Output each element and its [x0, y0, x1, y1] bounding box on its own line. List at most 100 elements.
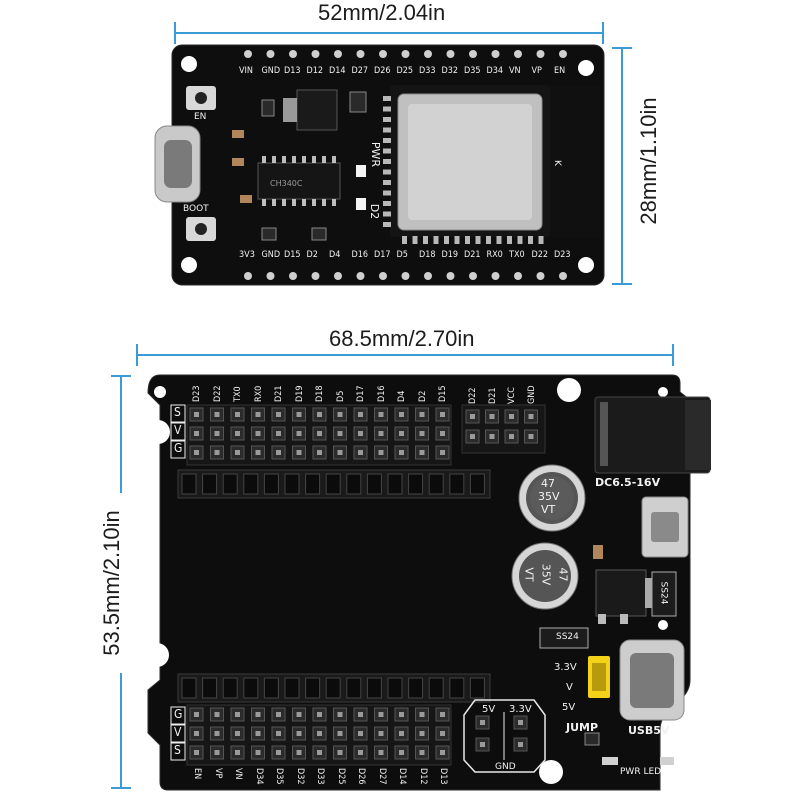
diode-2 [539, 627, 589, 649]
pin-hole [289, 272, 297, 280]
devkit-top-pin-label: D13 [284, 66, 301, 76]
devkit-top-pin-label: D35 [464, 66, 481, 76]
usb5v-label: USB5V [628, 724, 670, 737]
pin-hole [491, 272, 500, 280]
pin-hole [536, 272, 545, 280]
devkit-bottom-pin-label: GND [261, 250, 281, 260]
devkit-bottom-pin-label: D21 [464, 250, 481, 260]
pin-hole [266, 272, 275, 280]
top-width-label: 52mm/2.04in [312, 0, 452, 26]
pin-hole [424, 272, 432, 280]
devkit-bottom-pin-label: D15 [284, 250, 301, 260]
mount-hole [557, 378, 581, 402]
en-label: EN [194, 112, 207, 122]
ss24-label-2: SS24 [556, 632, 579, 642]
pin-hole [266, 50, 275, 58]
usb-uart-chip [257, 162, 341, 200]
pin-hole [424, 50, 432, 58]
pwr-led [356, 165, 366, 177]
row-letter: V [174, 423, 182, 437]
mount-hole [146, 420, 170, 444]
block-33v-label: 3.3V [509, 704, 532, 715]
pin-hole [356, 50, 365, 58]
pin-hole [469, 50, 477, 58]
v5-label: 5V [562, 702, 576, 713]
pin-hole [244, 272, 252, 280]
devkit-top-pin-label: D33 [419, 66, 436, 76]
voltage-header-block [463, 699, 546, 773]
pin-hole [446, 50, 455, 58]
row-letter: S [174, 743, 181, 757]
devkit-top-pin-label: D14 [329, 66, 346, 76]
pin-hole [244, 50, 252, 58]
pin-hole [469, 272, 477, 280]
diode-1 [651, 571, 677, 617]
block-5v-label: 5V [482, 704, 496, 715]
devkit-bottom-pin-label: RX0 [486, 250, 503, 260]
devkit-top-pin-label: D25 [396, 66, 414, 76]
devkit-bottom-pin-label: D18 [419, 250, 436, 260]
row-letter: S [174, 405, 181, 419]
pin-hole [559, 272, 567, 280]
pin-hole [311, 272, 320, 280]
cap1-text-2: 35V [538, 490, 560, 503]
devkit-top-pin-label: VN [509, 66, 521, 76]
devkit-bottom-pin-label: 3V3 [239, 250, 255, 260]
dc-label: DC6.5-16V [595, 476, 661, 489]
row-letter: G [174, 441, 183, 455]
mount-hole [578, 60, 594, 76]
pin-hole [514, 50, 522, 58]
devkit-bottom-pin-label: D16 [351, 250, 369, 260]
pin-hole [559, 50, 567, 58]
devkit-bottom-pin-label: D2 [306, 250, 318, 260]
mount-hole [181, 257, 197, 273]
cap1-text-3: VT [541, 503, 556, 516]
pin-hole [446, 272, 455, 280]
devkit-top-pin-label: D34 [486, 66, 504, 76]
boot-label: BOOT [183, 204, 209, 214]
devkit-bottom-pin-label: D5 [396, 250, 408, 260]
pin-hole [401, 50, 410, 58]
pin-hole [401, 272, 410, 280]
pin-hole [334, 272, 342, 280]
devkit-top-pin-label: D27 [351, 66, 369, 76]
mount-hole [578, 257, 594, 273]
bottom-width-label: 68.5mm/2.70in [323, 326, 481, 352]
devkit-top-pin-label: D32 [441, 66, 459, 76]
devkit-top-pin-label: VP [531, 66, 542, 76]
pin-hole [491, 50, 500, 58]
svg-text:CH340C: CH340C [270, 179, 303, 188]
jump-label: JUMP [566, 721, 599, 734]
cap1-text-1: 47 [541, 477, 555, 490]
mount-hole [658, 387, 668, 397]
antenna-area [550, 85, 602, 237]
bottom-height-label: 53.5mm/2.10in [99, 493, 125, 673]
devkit-bottom-pin-label: TX0 [509, 250, 525, 260]
devkit-top-pin-label: EN [554, 66, 566, 76]
devkit-bottom-pin-label: D19 [441, 250, 459, 260]
v33-label: 3.3V [554, 662, 577, 673]
devkit-bottom-pin-label: D4 [329, 250, 341, 260]
mount-hole [145, 643, 169, 667]
devkit-bottom-pin-label: D17 [374, 250, 391, 260]
mount-hole [658, 620, 668, 630]
devkit-bottom-pin-label: D22 [531, 250, 549, 260]
row-letter: V [174, 725, 182, 739]
devkit-top-pin-label: GND [261, 66, 281, 76]
mount-hole [181, 56, 197, 72]
pin-hole [289, 50, 297, 58]
devkit-bottom-pin-label: D23 [554, 250, 571, 260]
row-letter: G [174, 707, 183, 721]
pin-hole [536, 50, 545, 58]
devkit-top-pin-label: D12 [306, 66, 324, 76]
mount-hole [154, 386, 166, 398]
pwr-led-label: PWR LED [620, 767, 662, 777]
gnd-label: GND [495, 762, 516, 772]
mount-hole [539, 760, 563, 784]
d2-led [356, 198, 366, 210]
pin-hole [379, 50, 387, 58]
